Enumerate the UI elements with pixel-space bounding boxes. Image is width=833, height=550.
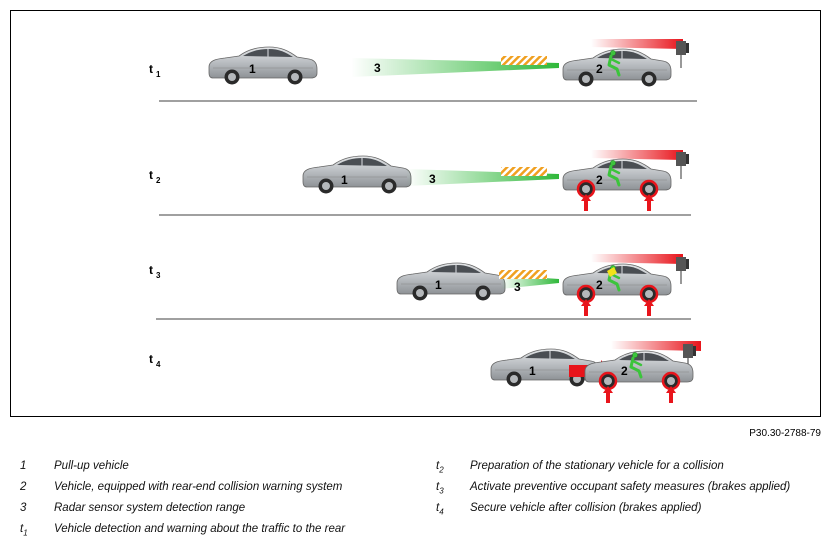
warning-light-beam [591,39,683,49]
legend-item: t2 Preparation of the stationary vehicle… [436,460,826,481]
warning-lamp-icon [675,151,690,180]
legend-item: t1 Vehicle detection and warning about t… [20,523,410,544]
diagram-canvas: t 1 1 3 2 t 2 1 3 2 t 3 1 3 [149,39,701,403]
legend-key: t2 [436,460,444,475]
legend-text: Vehicle detection and warning about the … [54,523,346,535]
legend-text: Radar sensor system detection range [54,502,246,514]
diagram-frame: t 1 1 3 2 t 2 1 3 2 t 3 1 3 [10,10,821,417]
warning-lamp-icon [675,256,690,285]
legend-left: 1 Pull-up vehicle 2 Vehicle, equipped wi… [20,460,410,544]
warning-hatch [501,56,547,65]
time-label-sub: 1 [156,70,161,79]
legend-text: Secure vehicle after collision (brakes a… [470,502,702,514]
pull-up-vehicle [302,155,412,195]
row-t4: t 4 1 2 [149,341,701,403]
legend-item: 1 Pull-up vehicle [20,460,410,481]
pull-up-vehicle-label: 1 [435,278,442,292]
pull-up-vehicle [396,262,506,302]
pull-up-vehicle-label: 1 [341,173,348,187]
legend-text: Activate preventive occupant safety meas… [470,481,791,493]
time-label: t [149,168,153,182]
time-label-sub: 2 [156,176,161,185]
legend-key: t4 [436,502,444,517]
legend-item: t3 Activate preventive occupant safety m… [436,481,826,502]
row-t2: t 2 1 3 2 [149,150,691,216]
radar-range-label: 3 [429,172,436,186]
pull-up-vehicle-label: 1 [529,364,536,378]
equipped-vehicle-label: 2 [596,62,603,76]
reference-code: P30.30-2788-79 [749,428,821,439]
time-label: t [149,263,153,277]
equipped-vehicle-label: 2 [596,278,603,292]
pull-up-vehicle [208,46,318,86]
legend-key: t3 [436,481,444,496]
warning-hatch [501,167,547,176]
warning-light-beam [611,341,701,351]
row-t1: t 1 1 3 2 [149,39,697,102]
legend-item: t4 Secure vehicle after collision (brake… [436,502,826,523]
legend-key: 1 [20,460,27,472]
legend-text: Vehicle, equipped with rear-end collisio… [54,481,343,493]
warning-hatch [499,270,547,279]
equipped-vehicle-label: 2 [621,364,628,378]
equipped-vehicle-label: 2 [596,173,603,187]
equipped-vehicle [562,48,672,88]
legend-key: 3 [20,502,27,514]
warning-lamp-icon [675,40,690,69]
time-label-sub: 3 [156,271,161,280]
warning-light-beam [591,150,683,160]
legend-item: 3 Radar sensor system detection range [20,502,410,523]
pull-up-vehicle-label: 1 [249,62,256,76]
legend-text: Pull-up vehicle [54,460,129,472]
legend-right: t2 Preparation of the stationary vehicle… [436,460,826,523]
time-label: t [149,352,153,366]
legend-key: 2 [20,481,27,493]
occupant-safety-indicator [607,267,617,277]
time-label: t [149,62,153,76]
legend-key: t1 [20,523,28,538]
legend-text: Preparation of the stationary vehicle fo… [470,460,724,472]
legend-item: 2 Vehicle, equipped with rear-end collis… [20,481,410,502]
warning-light-beam [591,254,683,264]
time-label-sub: 4 [156,360,161,369]
radar-range-label: 3 [514,280,521,294]
radar-range-label: 3 [374,61,381,75]
row-t3: t 3 1 3 2 [149,254,691,320]
